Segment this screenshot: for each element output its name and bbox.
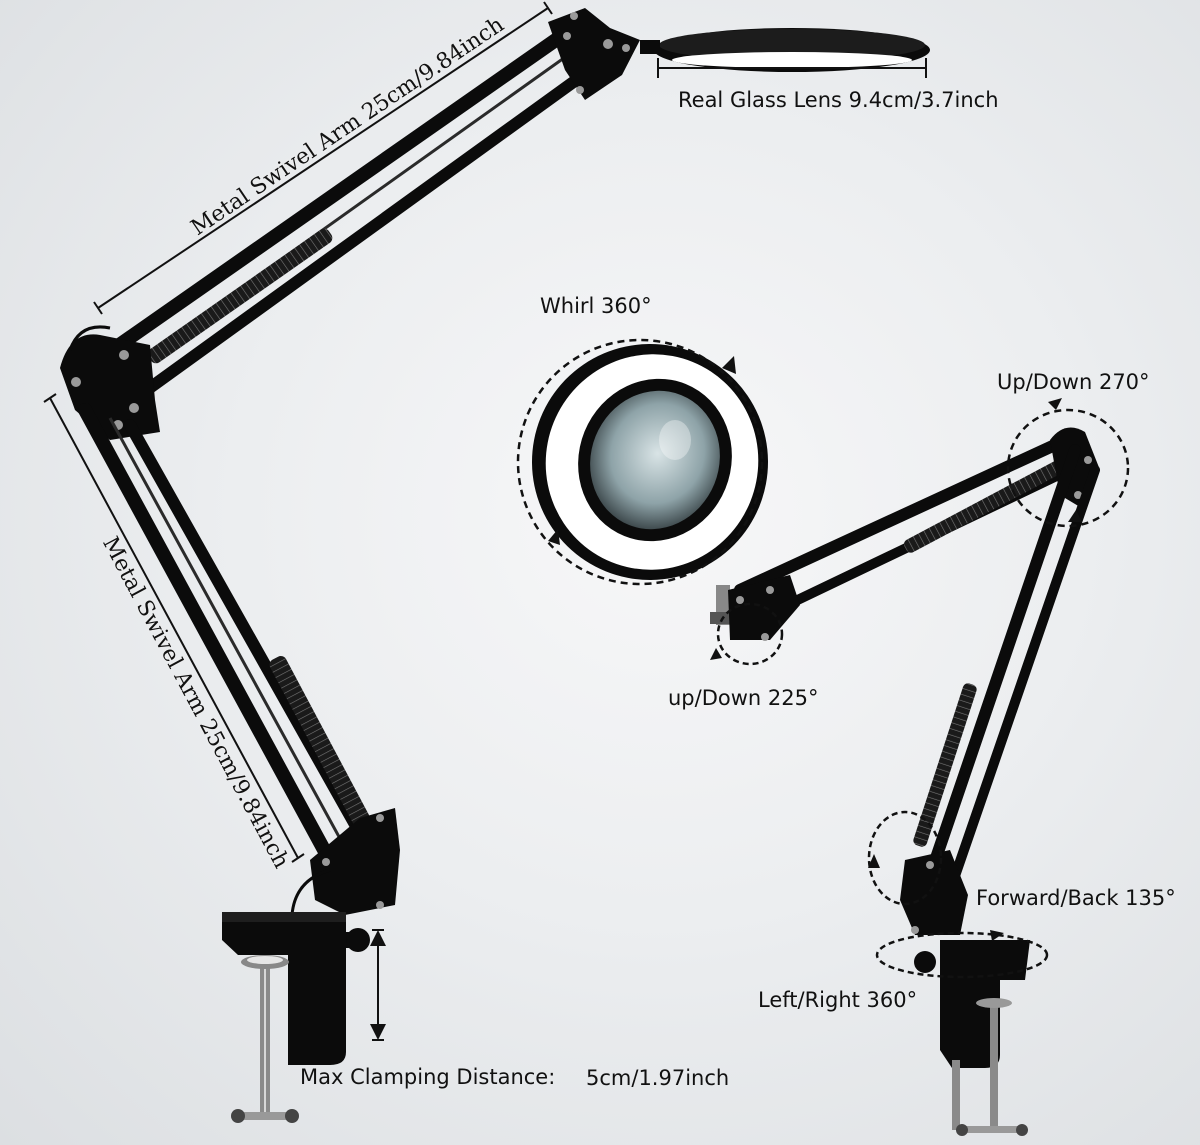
right-clamp-knob bbox=[914, 951, 936, 973]
rotation-indicators bbox=[710, 398, 1130, 979]
up-down-225-label: up/Down 225° bbox=[668, 686, 819, 710]
left-elbow-joint bbox=[60, 334, 160, 440]
right-lower-spring bbox=[913, 683, 977, 847]
up-down-225-arc bbox=[716, 602, 784, 666]
left-upper-arm bbox=[88, 23, 596, 401]
up-down-270-label: Up/Down 270° bbox=[997, 370, 1150, 394]
left-base-joint bbox=[310, 808, 400, 915]
lower-arm-dimension-line bbox=[43, 393, 305, 863]
right-desk-clamp bbox=[914, 940, 1030, 1136]
ring-light-head bbox=[532, 344, 768, 580]
top-arm-dimension-line bbox=[93, 1, 553, 315]
left-right-arc bbox=[875, 931, 1049, 979]
left-lamp bbox=[43, 1, 930, 1123]
clamping-dimension-line bbox=[370, 929, 386, 1041]
left-lower-arm bbox=[78, 403, 381, 877]
left-upper-spring bbox=[147, 228, 333, 364]
left-right-label: Left/Right 360° bbox=[758, 988, 918, 1012]
left-lower-spring bbox=[269, 656, 371, 828]
clamping-distance-label: Max Clamping Distance: bbox=[300, 1065, 556, 1089]
right-upper-spring bbox=[904, 459, 1066, 553]
lens-dimension-line bbox=[657, 58, 927, 78]
whirl-rotation-arc bbox=[516, 338, 764, 586]
lens-label: Real Glass Lens 9.4cm/3.7inch bbox=[678, 88, 999, 112]
right-lamp bbox=[516, 338, 1130, 1136]
left-clamp-knob bbox=[346, 928, 370, 952]
whirl-label: Whirl 360° bbox=[540, 294, 652, 318]
right-lower-arm bbox=[913, 444, 1100, 911]
right-upper-arm bbox=[734, 432, 1095, 623]
left-top-joint bbox=[548, 8, 640, 100]
forward-back-label: Forward/Back 135° bbox=[976, 886, 1176, 910]
left-lens-head bbox=[640, 28, 930, 72]
left-desk-clamp bbox=[222, 912, 370, 1123]
clamping-distance-value: 5cm/1.97inch bbox=[586, 1066, 730, 1090]
up-down-270-arc bbox=[1006, 408, 1130, 528]
right-base-joint bbox=[900, 850, 968, 935]
magnifier-lens bbox=[590, 390, 720, 530]
forward-back-arc bbox=[867, 810, 943, 906]
